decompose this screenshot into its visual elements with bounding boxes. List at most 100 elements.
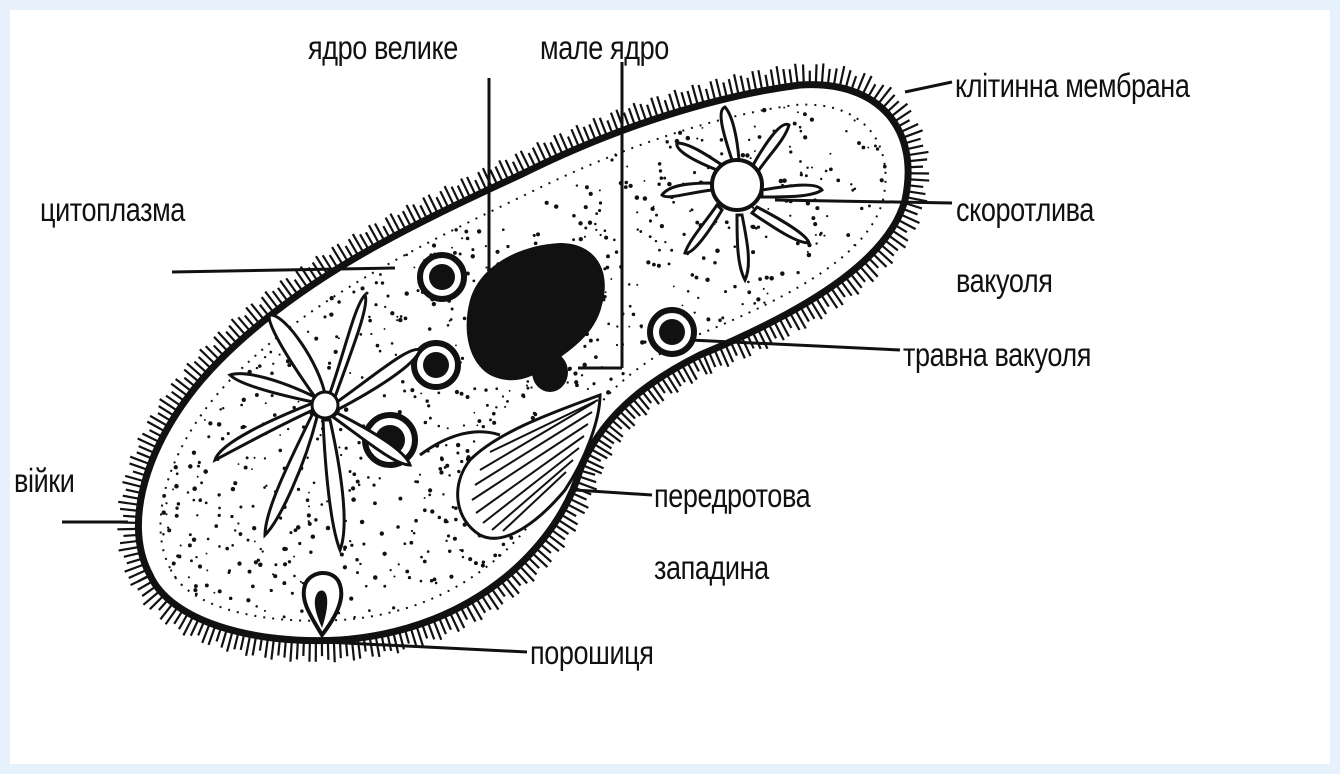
granule: [471, 248, 474, 251]
granule: [420, 556, 423, 559]
granule: [747, 281, 750, 284]
granule: [349, 470, 352, 473]
granule: [384, 306, 386, 308]
granule: [308, 520, 310, 522]
granule: [230, 515, 233, 518]
granule: [391, 342, 394, 345]
granule: [349, 372, 351, 374]
granule: [359, 333, 362, 336]
granule: [596, 338, 599, 341]
granule: [300, 609, 303, 612]
granule: [308, 505, 310, 507]
granule: [409, 541, 413, 545]
granule: [484, 388, 487, 391]
granule: [227, 432, 230, 435]
granule: [368, 609, 371, 612]
granule: [187, 491, 190, 494]
granule: [581, 374, 583, 376]
granule: [530, 386, 532, 388]
granule: [417, 289, 420, 292]
granule: [583, 345, 586, 348]
granule: [172, 561, 176, 565]
granule: [438, 425, 441, 428]
granule: [613, 239, 616, 242]
granule: [278, 449, 282, 453]
granule: [430, 509, 434, 513]
granule: [482, 560, 485, 563]
granule: [718, 318, 722, 322]
granule: [279, 434, 281, 436]
granule: [379, 273, 382, 276]
granule: [595, 229, 597, 231]
granule: [489, 418, 492, 421]
granule: [502, 395, 504, 397]
granule: [807, 253, 812, 258]
granule: [592, 382, 595, 385]
granule: [765, 276, 769, 280]
granule: [296, 525, 301, 530]
label-contractile-vacuole-1: скоротлива: [956, 192, 1094, 228]
granule: [293, 575, 296, 578]
granule: [260, 548, 262, 550]
granule: [242, 398, 246, 402]
granule: [572, 214, 576, 218]
granule: [693, 171, 696, 174]
label-oral-groove-1: передротова: [654, 478, 810, 514]
granule: [427, 404, 430, 407]
granule: [485, 245, 487, 247]
granule: [289, 531, 292, 534]
granule: [579, 237, 583, 241]
label-anal-pore: порошиця: [530, 635, 653, 671]
granule: [461, 237, 463, 239]
granule: [695, 276, 699, 280]
granule: [578, 221, 582, 225]
granule: [624, 185, 628, 189]
granule: [432, 302, 436, 306]
granule: [758, 277, 762, 281]
granule: [424, 421, 428, 425]
granule: [668, 262, 671, 265]
granule: [177, 502, 180, 505]
granule: [428, 494, 431, 497]
granule: [372, 484, 375, 487]
granule: [615, 154, 618, 157]
granule: [440, 456, 443, 459]
granule: [265, 402, 267, 404]
granule: [247, 539, 250, 542]
granule: [432, 243, 436, 247]
granule: [650, 207, 654, 211]
granule: [846, 233, 850, 237]
granule: [244, 466, 248, 470]
granule: [252, 526, 256, 530]
granule: [649, 235, 652, 238]
granule: [384, 328, 386, 330]
granule: [349, 540, 351, 542]
granule: [796, 271, 799, 274]
granule: [665, 140, 668, 143]
granule: [349, 596, 353, 600]
granule: [445, 540, 447, 542]
granule: [403, 542, 406, 545]
granule: [351, 486, 355, 490]
granule: [481, 563, 485, 567]
granule: [188, 464, 193, 469]
granule: [196, 514, 198, 516]
granule: [789, 150, 792, 153]
granule: [218, 545, 221, 548]
granule: [448, 474, 451, 477]
granule: [473, 412, 475, 414]
granule: [628, 326, 630, 328]
granule: [246, 598, 250, 602]
granule: [198, 499, 201, 502]
granule: [298, 401, 300, 403]
granule: [258, 364, 261, 367]
granule: [477, 229, 481, 233]
granule: [188, 543, 192, 547]
granule: [255, 605, 258, 608]
granule: [414, 395, 417, 398]
granule: [657, 182, 660, 185]
granule: [672, 201, 675, 204]
granule: [459, 252, 462, 255]
granule: [758, 135, 762, 139]
granule: [767, 208, 769, 210]
